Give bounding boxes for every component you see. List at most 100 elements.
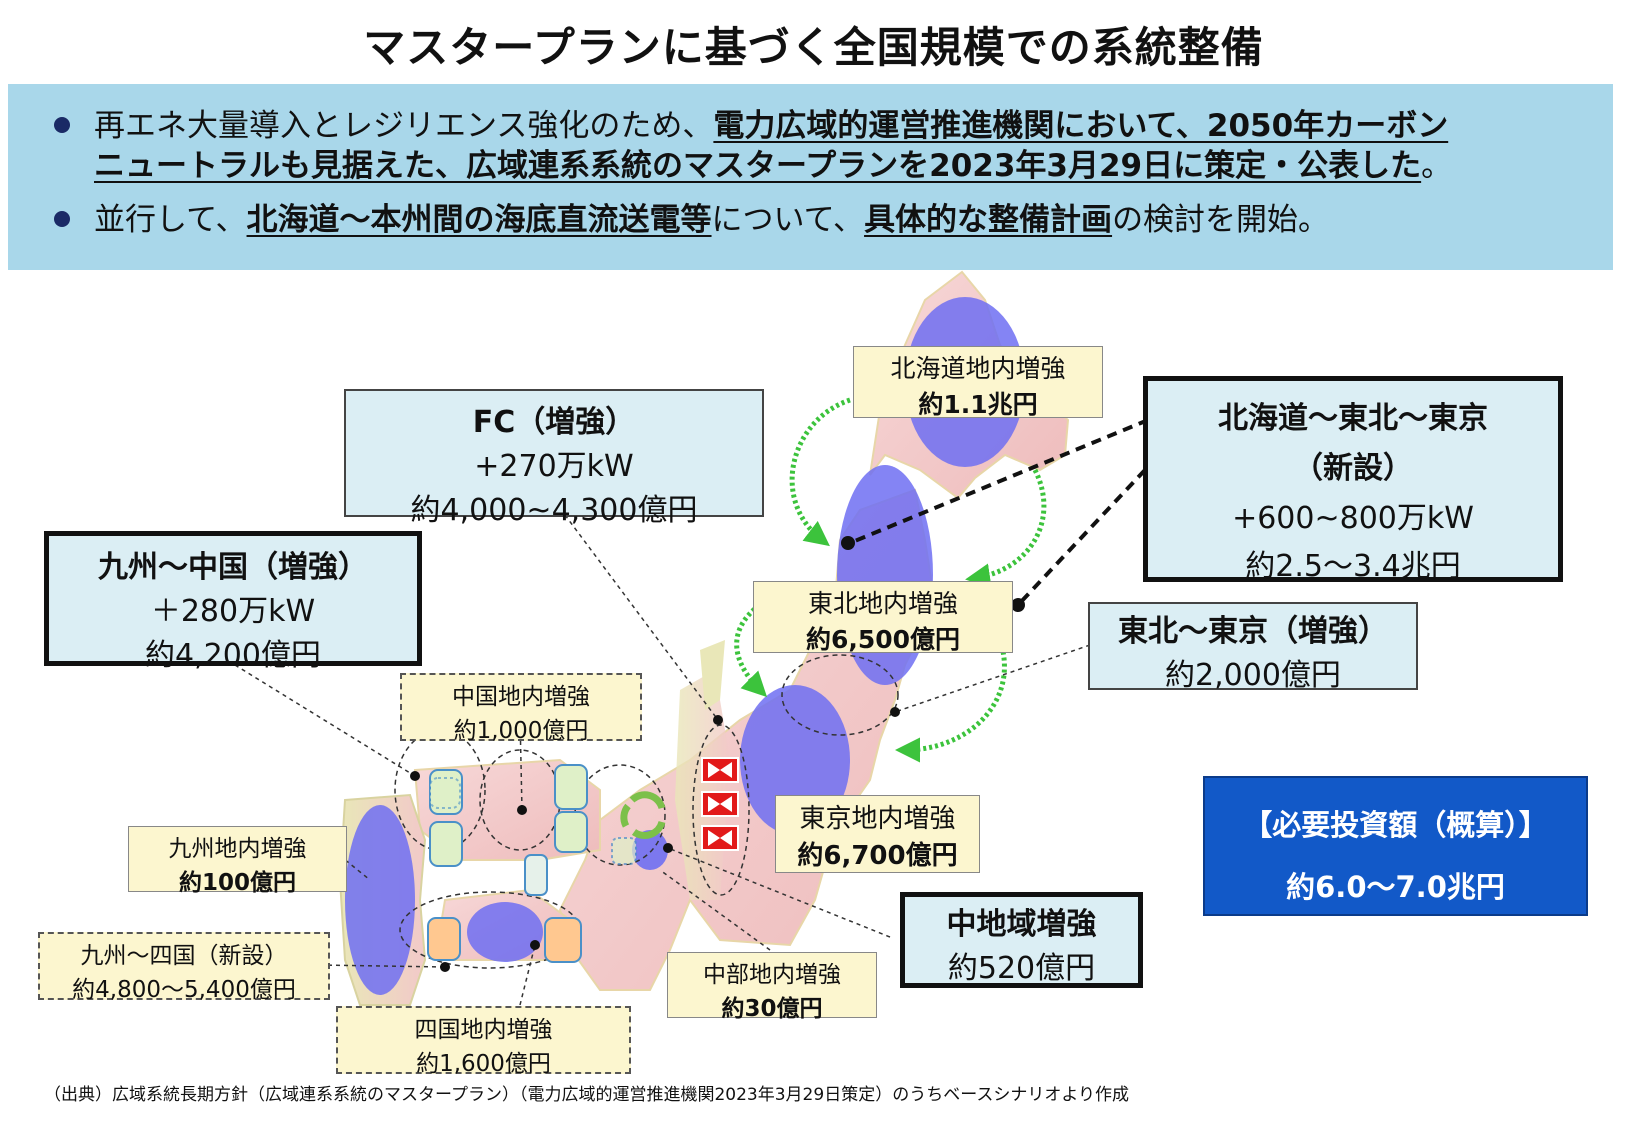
leader — [519, 944, 536, 1006]
kyushu-chugoku-title: 九州～中国（増強） — [98, 550, 368, 585]
shikoku-region — [467, 902, 543, 962]
hokkaido-tohoku-tokyo-callout: 北海道～東北～東京 （新設） +600~800万kW 約2.5～3.4兆円 — [1143, 376, 1563, 584]
chugoku-inner-cost: 約1,000億円 — [453, 718, 589, 744]
fc-capacity: +270万kW — [474, 449, 634, 484]
htt-capacity: +600~800万kW — [1232, 501, 1474, 536]
source-footnote: （出典）広域系統長期方針（広域連系系統のマスタープラン）（電力広域的運営推進機関… — [44, 1085, 1129, 1105]
leader-dot — [410, 771, 420, 781]
shikoku-inner-callout: 四国地内増強 約1,600億円 — [336, 1006, 631, 1077]
shikoku-inner-title: 四国地内増強 — [414, 1017, 553, 1043]
planned-cylinder — [429, 777, 461, 809]
tohoku-tokyo-title: 東北～東京（増強） — [1118, 614, 1388, 649]
fc-converter-circle — [692, 724, 750, 896]
planned-cylinder — [611, 837, 637, 865]
tokyo-inner-cost: 約6,700億円 — [797, 841, 958, 871]
chugoku-inner-callout: 中国地内増強 約1,000億円 — [400, 673, 642, 744]
hokkaido-inner-cost: 約1.1兆円 — [918, 390, 1038, 419]
leader-dot — [841, 536, 855, 550]
tohoku-tokyo-circle — [781, 654, 899, 736]
kyushu-region — [345, 805, 415, 995]
bullet-2-text-1: 並行して、 — [94, 202, 247, 238]
kyushu-shikoku-cylinder — [427, 917, 461, 961]
bullet-2: 並行して、北海道～本州間の海底直流送電等について、具体的な整備計画の検討を開始。 — [54, 200, 1329, 240]
fc-cost: 約4,000~4,300億円 — [410, 493, 698, 528]
bullet-1-end: 。 — [1421, 148, 1453, 184]
htt-leader — [1016, 468, 1147, 607]
hokkaido-inner-title: 北海道地内増強 — [890, 354, 1066, 383]
kyushu-inner-cost: 約100億円 — [178, 870, 296, 896]
connector-cylinder — [524, 854, 548, 896]
bullet-dot-icon — [54, 210, 70, 227]
leader — [659, 869, 771, 951]
investment-title: 【必要投資額（概算）】 — [1243, 808, 1548, 842]
bullet-1-emphasis-cont: ニュートラルも見据えた、広域連系系統のマスタープランを2023年3月29日に策定… — [94, 148, 1422, 184]
bullet-2-text-3: の検討を開始。 — [1112, 202, 1330, 238]
htt-leader — [849, 418, 1149, 545]
chubu-inner-title: 中部地内増強 — [703, 962, 841, 988]
hokkaido-inner-callout: 北海道地内増強 約1.1兆円 — [853, 346, 1103, 419]
chu-chiiki-cost: 約520億円 — [947, 951, 1096, 986]
leader-dot — [890, 707, 900, 717]
kyushu-chugoku-cost: 約4,200億円 — [145, 638, 321, 673]
leader-dot — [530, 940, 540, 950]
htt-title: 北海道～東北～東京 — [1218, 401, 1488, 436]
leader-dot — [440, 962, 450, 972]
leader — [234, 664, 416, 777]
tohoku-inner-cost: 約6,500億円 — [805, 625, 961, 654]
kyushu-shikoku-title: 九州～四国（新設） — [80, 943, 288, 969]
kyushu-inner-callout: 九州地内増強 約100億円 — [128, 826, 347, 896]
bullet-1-line-2: ニュートラルも見据えた、広域連系系統のマスタープランを2023年3月29日に策定… — [94, 146, 1452, 186]
circulation-icon — [620, 791, 666, 839]
green-arrow — [895, 639, 1007, 763]
chubu-region — [632, 830, 668, 870]
kyushu-shikoku-callout: 九州～四国（新設） 約4,800～5,400億円 — [38, 932, 330, 1003]
chugoku-inner-title: 中国地内増強 — [452, 684, 590, 710]
green-arrow — [965, 468, 1047, 589]
bullet-1-line-1: 再エネ大量導入とレジリエンス強化のため、電力広域的運営推進機関において、2050… — [54, 106, 1448, 146]
shikoku-inner-cost: 約1,600億円 — [416, 1051, 551, 1077]
tokyo-inner-title: 東京地内増強 — [799, 804, 956, 834]
page-title: マスタープランに基づく全国規模での系統整備 — [363, 23, 1264, 72]
htt-subtitle: （新設） — [1293, 451, 1413, 486]
chubu-inner-callout: 中部地内増強 約30億円 — [667, 952, 877, 1022]
green-arrow — [734, 587, 787, 698]
shikoku-east-cylinder — [544, 917, 582, 963]
green-arrow — [789, 397, 851, 547]
kyushu-inner-title: 九州地内増強 — [168, 836, 307, 862]
chu-chiiki-title: 中地域増強 — [946, 907, 1097, 942]
bullet-2-text-2: について、 — [711, 202, 865, 238]
fc-converter-group — [701, 757, 739, 851]
investment-value: 約6.0～7.0兆円 — [1286, 870, 1505, 904]
tohoku-tokyo-cost: 約2,000億円 — [1165, 658, 1341, 693]
fc-title: FC（増強） — [472, 405, 636, 440]
leader — [564, 514, 719, 721]
bullet-2-emphasis-2: 具体的な整備計画 — [864, 202, 1113, 238]
bullet-1-emphasis: 電力広域的運営推進機関において、2050年カーボン — [713, 108, 1449, 144]
summary-panel: 再エネ大量導入とレジリエンス強化のため、電力広域的運営推進機関において、2050… — [8, 84, 1613, 270]
connector-cylinder — [429, 821, 463, 867]
chu-chiiki-callout: 中地域増強 約520億円 — [900, 892, 1143, 988]
connector-cylinder — [554, 764, 588, 810]
kyushu-chugoku-callout: 九州～中国（増強） ＋280万kW 約4,200億円 — [44, 531, 422, 673]
tohoku-inner-title: 東北地内増強 — [807, 589, 958, 618]
htt-cost: 約2.5～3.4兆円 — [1245, 549, 1461, 584]
tohoku-tokyo-callout: 東北～東京（増強） 約2,000億円 — [1088, 602, 1418, 693]
kyushu-shikoku-cost: 約4,800～5,400億円 — [72, 977, 296, 1003]
leader — [894, 644, 1091, 713]
leader-dot — [663, 843, 673, 853]
bullet-2-emphasis-1: 北海道～本州間の海底直流送電等 — [246, 202, 712, 238]
bullet-1-plain: 再エネ大量導入とレジリエンス強化のため、 — [94, 108, 714, 144]
bullet-dot-icon — [54, 116, 70, 133]
leader-dot — [1011, 598, 1025, 612]
tohoku-inner-callout: 東北地内増強 約6,500億円 — [753, 581, 1013, 654]
fc-callout: FC（増強） +270万kW 約4,000~4,300億円 — [344, 389, 764, 528]
leader-dot — [517, 805, 527, 815]
noto-peninsula — [700, 640, 725, 710]
tokyo-inner-callout: 東京地内増強 約6,700億円 — [775, 795, 980, 873]
investment-box: 【必要投資額（概算）】 約6.0～7.0兆円 — [1203, 776, 1588, 916]
connector-cylinder — [554, 811, 588, 853]
chubu-inner-cost: 約30億円 — [721, 996, 823, 1022]
kyushu-chugoku-capacity: ＋280万kW — [150, 594, 316, 629]
leader — [319, 964, 446, 968]
leader-dot — [713, 715, 723, 725]
